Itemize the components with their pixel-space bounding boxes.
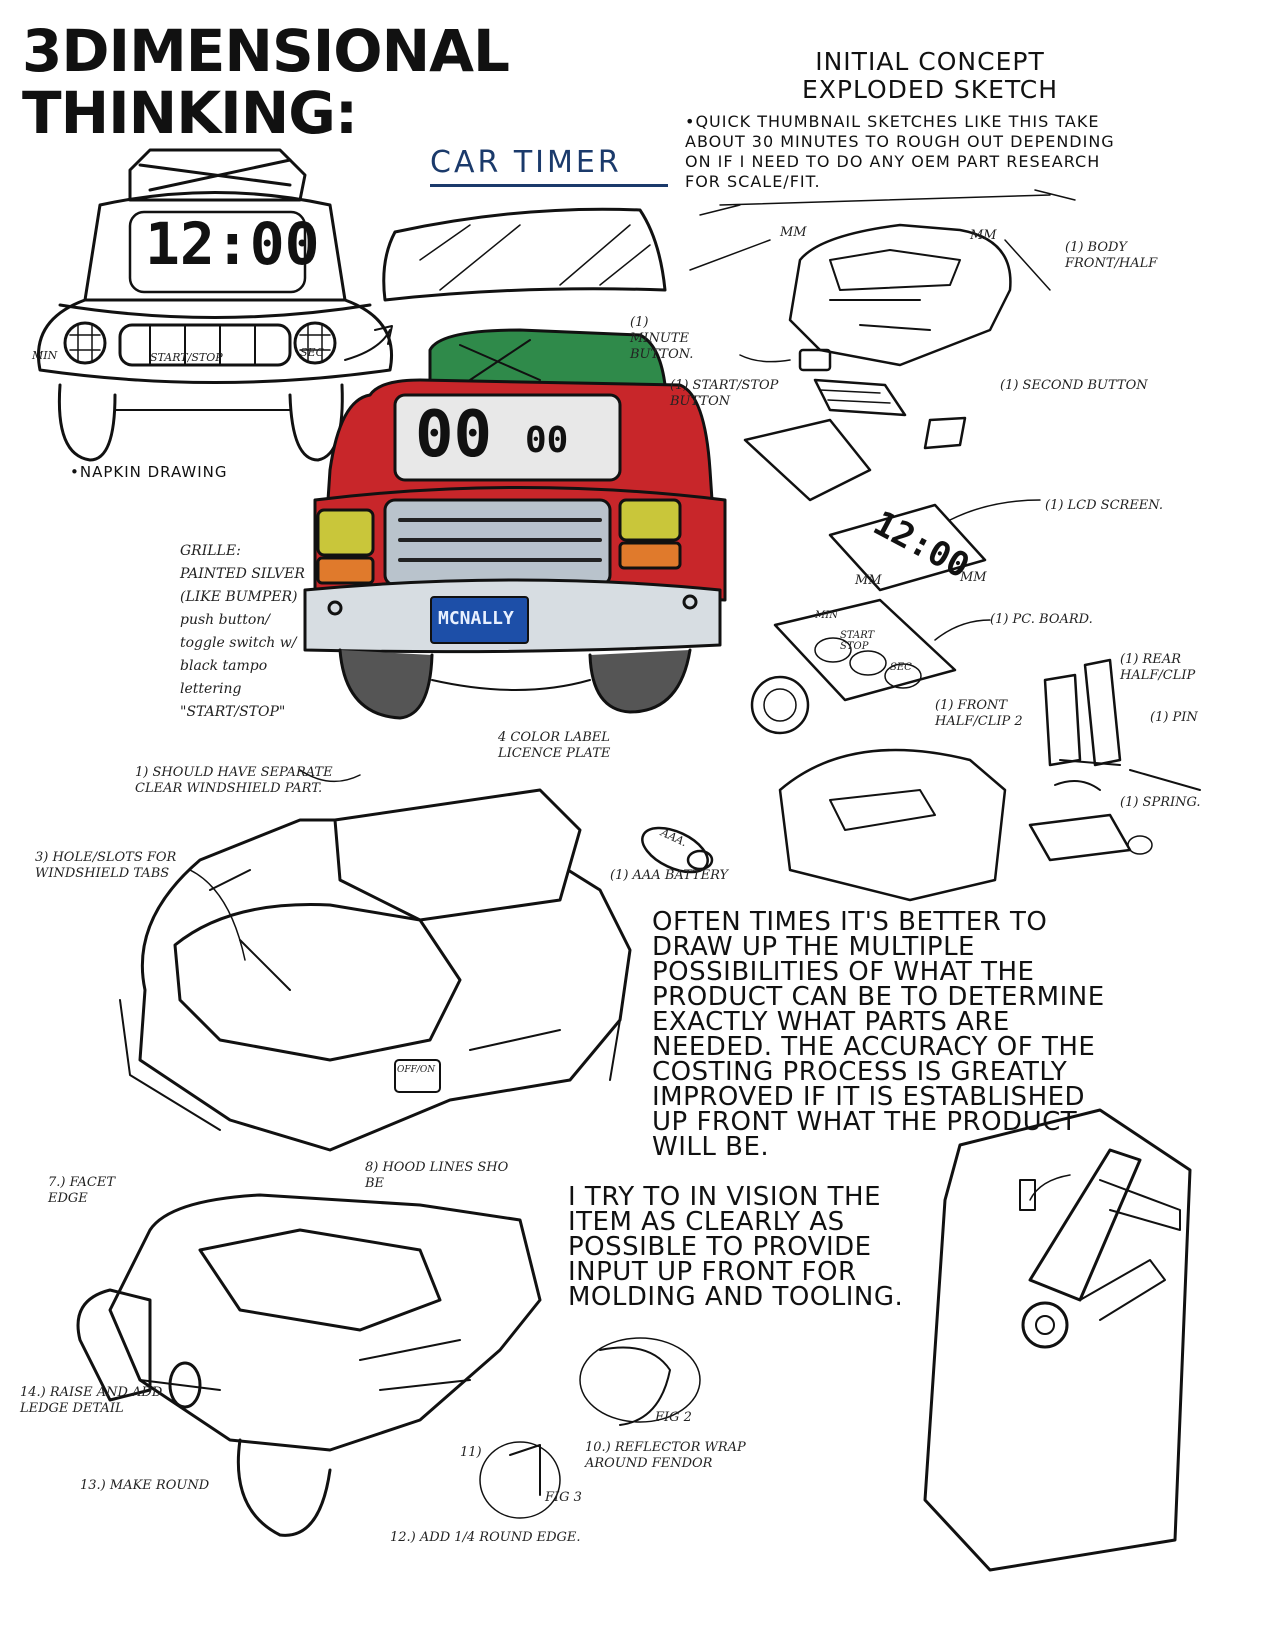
exploded-view-sketch [641, 189, 1201, 902]
paragraph-costing: OFTEN TIMES IT'S BETTER TO DRAW UP THE M… [652, 907, 1105, 1162]
note-quarter-round-edge: 12.) ADD 1/4 ROUND EDGE. [390, 1530, 581, 1545]
concept-heading-line-1: INITIAL CONCEPT [815, 47, 1045, 76]
label-front-clip: (1) FRONT HALF/CLIP 2 [935, 698, 1023, 729]
label-pc-board: (1) PC. BOARD. [990, 612, 1093, 627]
concept-heading-line-2: EXPLODED SKETCH [801, 75, 1059, 104]
napkin-start-stop-label: START/STOP [150, 351, 223, 364]
fig-3-label: FIG 3 [545, 1490, 582, 1505]
timer-alt-sketch [76, 1193, 701, 1537]
label-minute-button: (1) MINUTE BUTTON. [630, 315, 694, 362]
clip-detail-sketch [923, 1108, 1192, 1572]
label-mm-3: MM [855, 573, 882, 588]
label-rear-clip: (1) REAR HALF/CLIP [1120, 652, 1196, 683]
label-start-stop-button: (1) START/STOP BUTTON [670, 378, 779, 409]
label-body-front-half: (1) BODY FRONT/HALF [1065, 240, 1158, 271]
label-spring: (1) SPRING. [1120, 795, 1201, 810]
label-second-button: (1) SECOND BUTTON [1000, 378, 1148, 393]
title-line-2: THINKING: [22, 79, 358, 147]
concept-bullet: •QUICK THUMBNAIL SKETCHES LIKE THIS TAKE… [685, 112, 1115, 191]
timer-body-sketch [119, 788, 632, 1152]
label-mm-1: MM [780, 225, 807, 240]
napkin-min-label: MIN [32, 349, 58, 362]
truck-display-large: 00 [415, 398, 493, 472]
napkin-sec-label: SEC [300, 346, 324, 359]
license-plate-text: MCNALLY [438, 608, 514, 629]
concept-heading: INITIAL CONCEPT EXPLODED SKETCH [740, 48, 1120, 104]
pc-board-sec: SEC [890, 662, 912, 673]
plate-note: 4 COLOR LABEL LICENCE PLATE [498, 730, 611, 761]
off-on-switch-label: OFF/ON [397, 1065, 436, 1075]
page-title: 3DIMENSIONAL THINKING: [22, 20, 510, 147]
title-line-1: 3DIMENSIONAL [22, 17, 510, 85]
label-mm-2: MM [970, 228, 997, 243]
napkin-car-drawing [37, 148, 393, 462]
label-battery: (1) AAA BATTERY [610, 868, 729, 883]
license-plate: MCNALLY [430, 596, 529, 644]
label-lcd-screen: (1) LCD SCREEN. [1045, 498, 1163, 513]
paragraph-molding: I TRY TO IN VISION THE ITEM AS CLEARLY A… [568, 1182, 904, 1312]
pc-board-start-stop: START STOP [840, 630, 875, 652]
leader-lines [189, 354, 1071, 1201]
napkin-caption: •NAPKIN DRAWING [70, 463, 228, 481]
red-truck-sketch [303, 328, 727, 720]
napkin-clock-display: 12:00 [145, 210, 320, 278]
pc-board-min: MIN [815, 610, 838, 621]
windshield-note: 1) SHOULD HAVE SEPARATE CLEAR WINDSHIELD… [135, 765, 333, 796]
label-pin: (1) PIN [1150, 710, 1198, 725]
note-reflector-wrap: 10.) REFLECTOR WRAP AROUND FENDOR [585, 1440, 746, 1471]
holes-slots-note: 3) HOLE/SLOTS FOR WINDSHIELD TABS [35, 850, 177, 881]
grille-note: GRILLE: PAINTED SILVER (LIKE BUMPER) pus… [180, 543, 305, 720]
label-mm-4: MM [960, 570, 987, 585]
note-make-round: 13.) MAKE ROUND [80, 1478, 210, 1493]
fig-2-label: FIG 2 [655, 1410, 692, 1425]
truck-display-small: 00 [525, 420, 569, 461]
car-timer-label: CAR TIMER [430, 145, 668, 187]
note-raise-ledge: 14.) RAISE AND ADD LEDGE DETAIL [20, 1385, 163, 1416]
note-hood-lines: 8) HOOD LINES SHO BE [365, 1160, 509, 1191]
note-eleven: 11) [460, 1445, 482, 1460]
note-facet-edge: 7.) FACET EDGE [48, 1175, 115, 1206]
windshield-sketch [382, 207, 667, 302]
